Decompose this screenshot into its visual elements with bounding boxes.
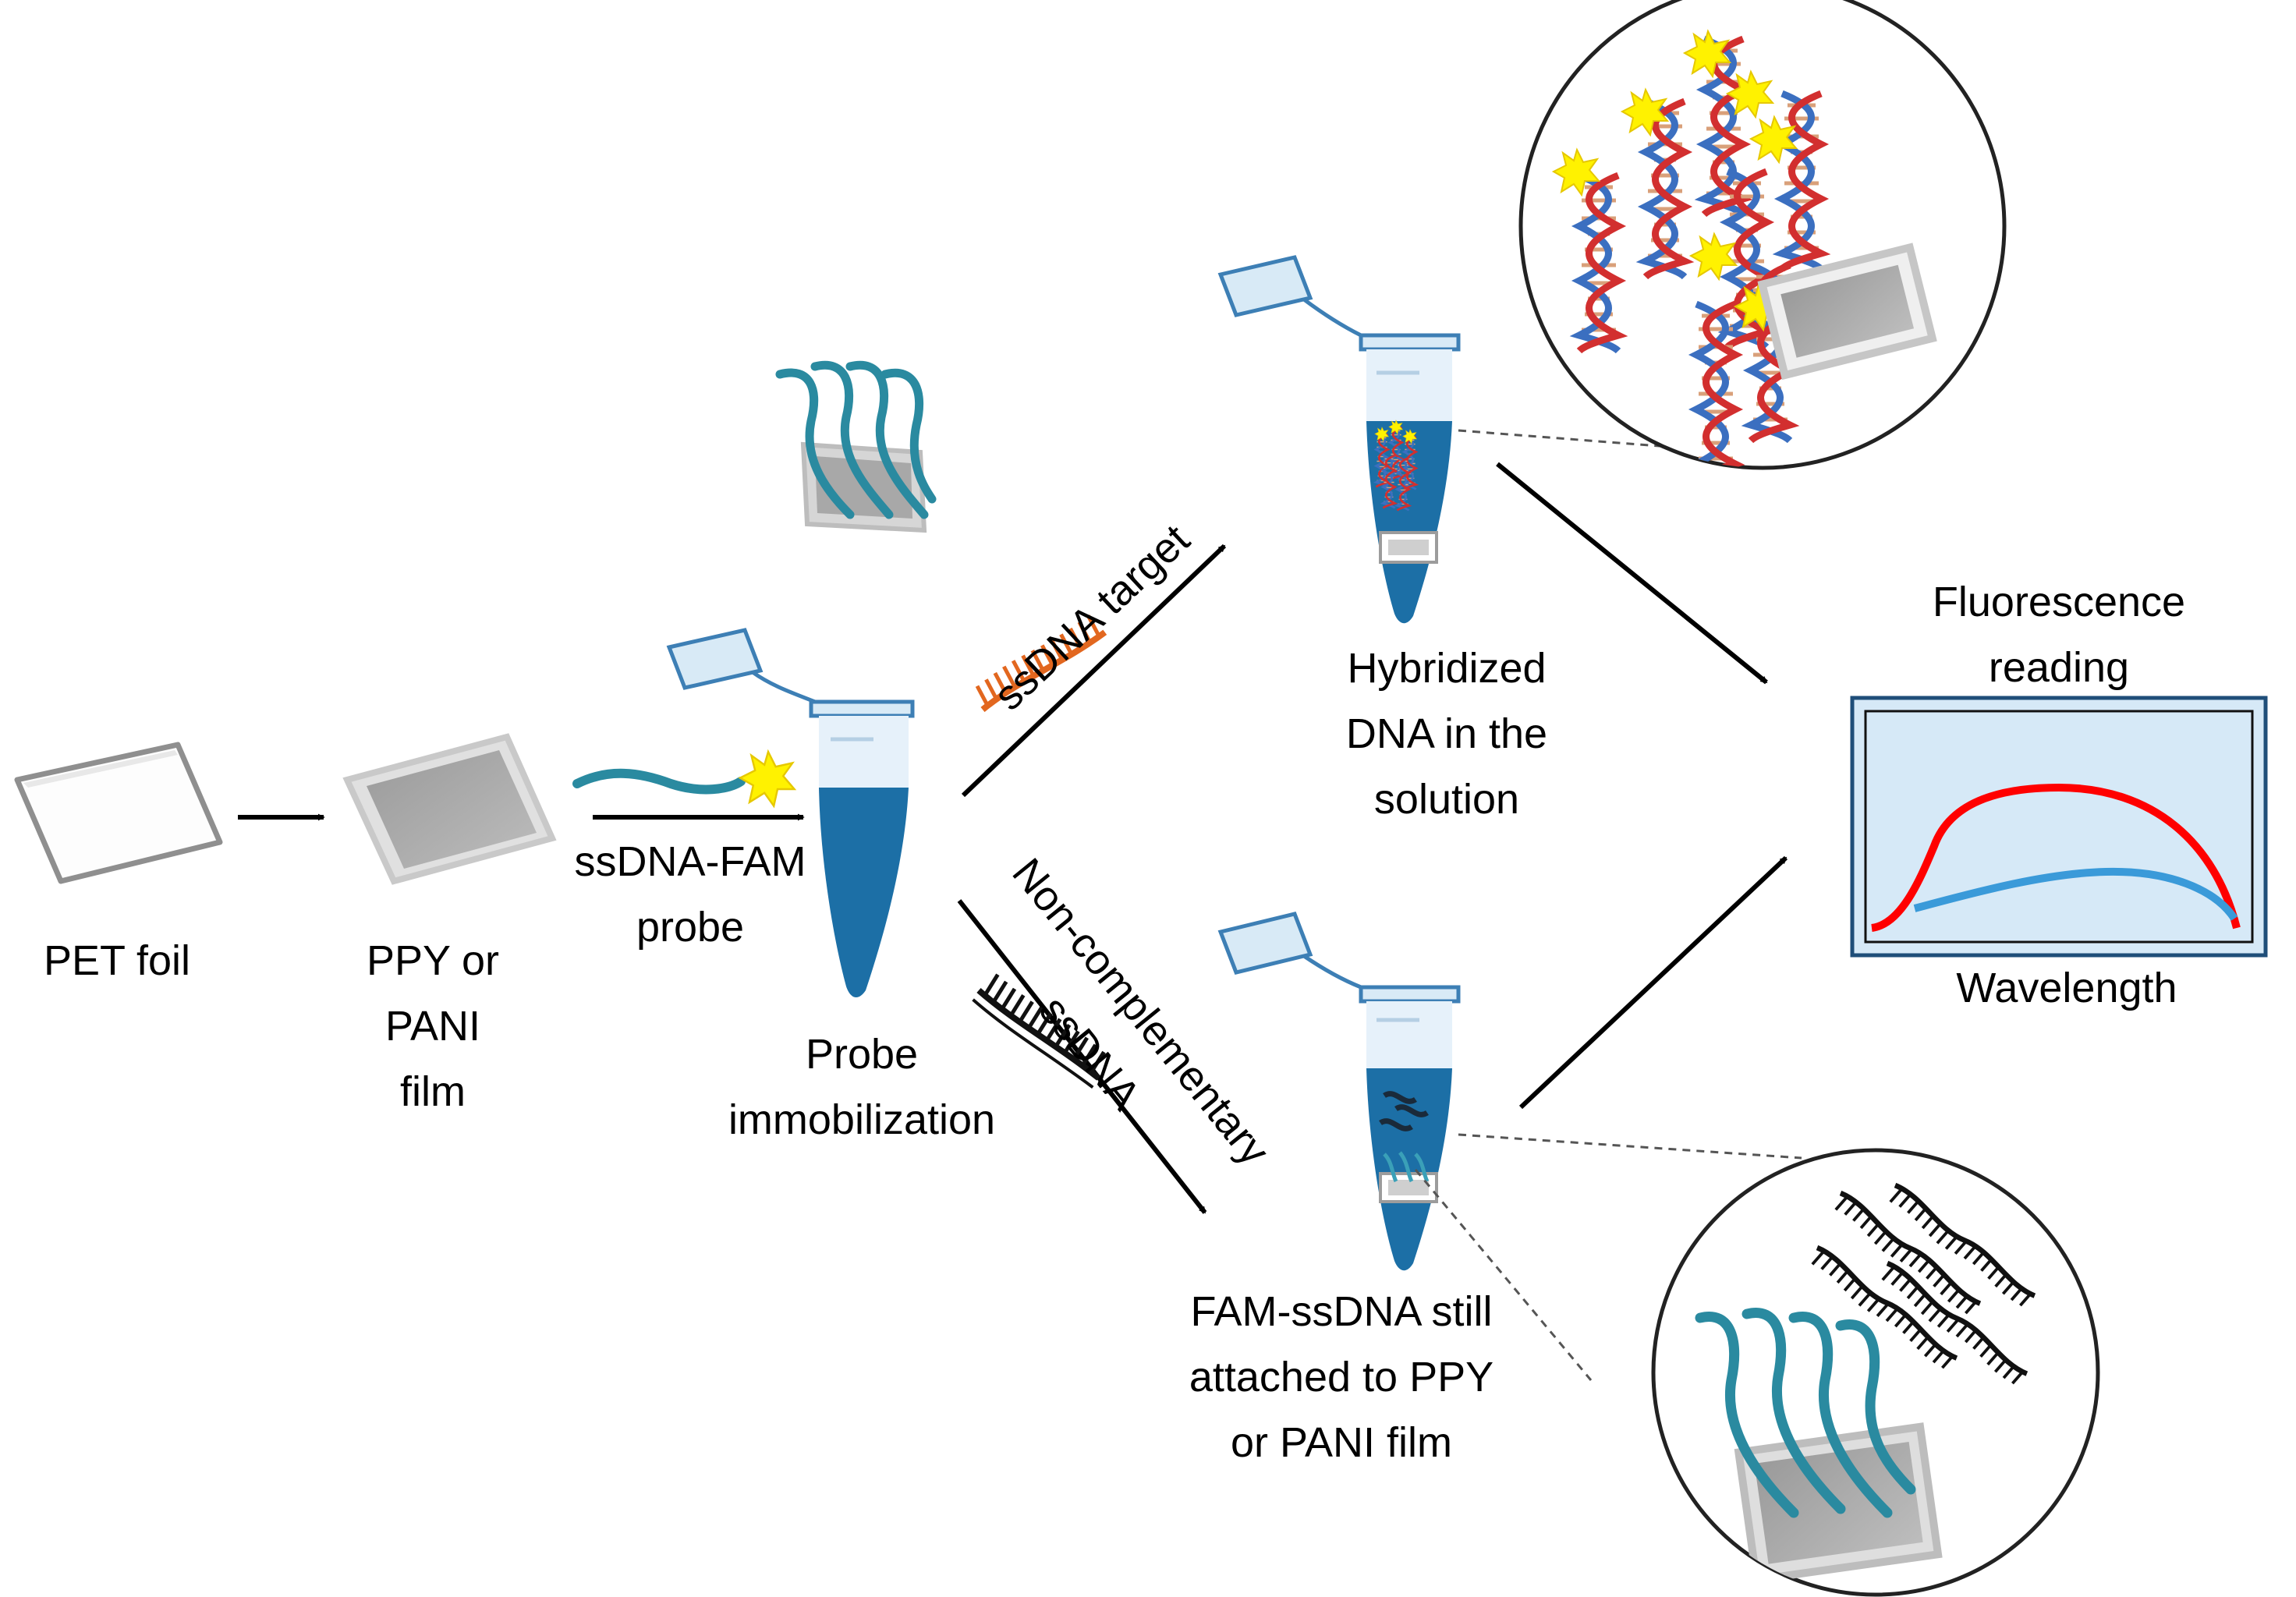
arrow-to-attached [957, 899, 1207, 1214]
attached-label: FAM-ssDNA still attached to PPY or PANI … [1189, 1288, 1494, 1466]
probe-tube-icon [666, 628, 915, 998]
fluorescence-plot [1850, 696, 2268, 958]
polymer-film-label: PPY or PANI film [366, 937, 500, 1115]
arrow-hybridized-to-reader [1496, 462, 1768, 685]
fam-probe-strand-icon [572, 750, 795, 807]
probe-coated-film-icon [775, 360, 937, 533]
signal-blue-curve [1913, 867, 2238, 921]
pet-foil-icon [14, 742, 223, 884]
signal-red-curve [1870, 783, 2241, 932]
pet-foil-label: PET foil [43, 937, 191, 984]
probe-reagent-label: ssDNA-FAM probe [574, 838, 806, 951]
hybridized-tube-icon [1217, 255, 1461, 624]
hybridized-zoom-circle [1518, 0, 2007, 470]
zoom-line [1458, 1133, 1802, 1160]
noncomplementary-ssdna-icon [972, 973, 1106, 1089]
attached-tube-icon [1217, 912, 1461, 1271]
polymer-film-icon [342, 733, 557, 885]
ssdna-target-icon [975, 614, 1107, 713]
hybridized-label: Hybridized DNA in the solution [1345, 645, 1548, 823]
probe-immobilization-label: Probe immobilization [728, 1031, 996, 1143]
attached-zoom-circle [1651, 1148, 2100, 1597]
arrow-attached-to-reader [1518, 855, 1788, 1110]
zoom-line [1458, 429, 1740, 454]
fluorescence-label: Fluorescence reading [1932, 579, 2186, 691]
arrow-to-hybridized [961, 544, 1227, 798]
wavelength-label: Wavelength [1956, 965, 2177, 1011]
zoom-line [1414, 1169, 1593, 1381]
